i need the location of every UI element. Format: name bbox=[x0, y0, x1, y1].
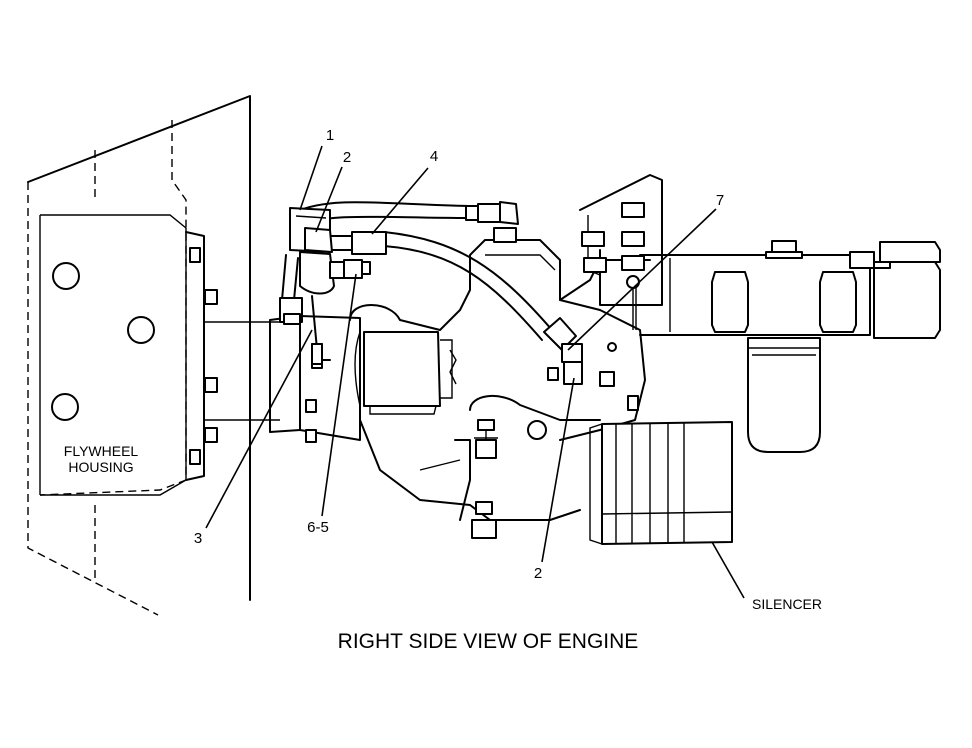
leader-lines bbox=[205, 145, 745, 599]
callout-6-5: 6-5 bbox=[307, 519, 329, 536]
callout-2-top: 2 bbox=[343, 149, 351, 166]
callout-7: 7 bbox=[716, 192, 724, 209]
diagram-title: RIGHT SIDE VIEW OF ENGINE bbox=[338, 630, 639, 653]
callout-3: 3 bbox=[194, 530, 202, 547]
valve-assembly bbox=[279, 207, 371, 365]
flywheel-housing bbox=[27, 95, 280, 616]
callout-4: 4 bbox=[430, 148, 438, 165]
mounting-bracket bbox=[579, 174, 663, 330]
silencer bbox=[589, 421, 733, 545]
silencer-label: SILENCER bbox=[752, 596, 822, 612]
callout-2-bottom: 2 bbox=[534, 565, 542, 582]
callout-1: 1 bbox=[326, 127, 334, 144]
fuel-filter-assembly bbox=[639, 240, 941, 453]
flywheel-label-line2: HOUSING bbox=[68, 459, 133, 475]
flywheel-label-line1: FLYWHEEL bbox=[64, 443, 139, 459]
fuel-lines bbox=[295, 201, 639, 411]
